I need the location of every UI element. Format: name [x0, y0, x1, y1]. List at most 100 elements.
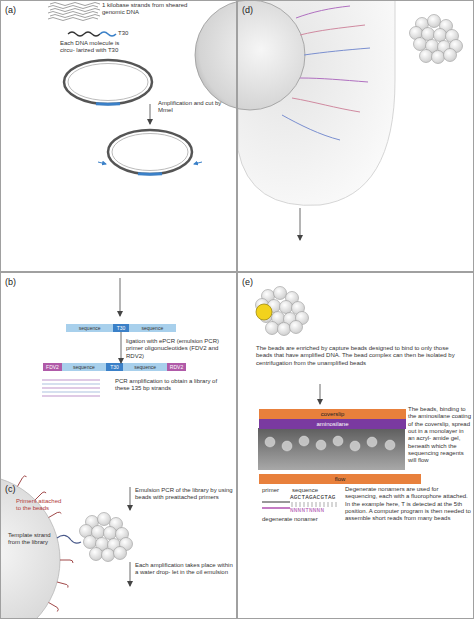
- panel-label: (d): [242, 5, 253, 15]
- bead: [367, 437, 377, 447]
- flow-band: flow: [259, 474, 421, 484]
- t30-segment: [96, 102, 120, 105]
- gel-beads: [265, 436, 395, 451]
- flow-arrow: [300, 208, 301, 240]
- bead: [299, 436, 309, 446]
- dna-strand: [300, 78, 368, 82]
- bead-cluster: [80, 513, 133, 562]
- annotation-text: The beads, binding to the aminosilane co…: [408, 406, 472, 465]
- dna-strand: [282, 115, 340, 140]
- connector-arrow: [121, 332, 122, 363]
- bead: [350, 441, 360, 451]
- coverslip-band: coverslip: [259, 409, 406, 419]
- dna-strand: [304, 48, 370, 55]
- panel: (d): [237, 0, 474, 272]
- annotation-text: Primers attached to the beads: [16, 498, 64, 513]
- panel-label: (c): [5, 484, 16, 494]
- cut-arrow: [98, 162, 106, 164]
- circular-dna: [64, 60, 152, 104]
- annotation-text: Emulsion PCR of the library by using bea…: [135, 487, 233, 502]
- acrylamide-gel: [258, 428, 405, 470]
- dna-strands: [48, 3, 100, 21]
- dna-strand: [50, 3, 100, 6]
- bead: [265, 437, 275, 447]
- library-strand: [42, 383, 100, 384]
- library-strand: [42, 395, 100, 396]
- band-segment: sequence: [62, 363, 106, 371]
- sequence-text: NNNNTNNNN: [290, 507, 340, 514]
- amplified-strands: [282, 6, 370, 140]
- primer-strand: [60, 560, 73, 563]
- band-label: aminosilane: [259, 419, 406, 429]
- annotation-text: 1 kilobase strands from sheared genomic …: [102, 2, 194, 17]
- flow-arrow: [320, 384, 321, 404]
- band-segment: sequence: [129, 324, 176, 332]
- annotation-text: primer: [262, 487, 290, 494]
- panel-label: (e): [242, 277, 253, 287]
- panel-label: (b): [5, 277, 16, 287]
- dna-strand: [48, 18, 98, 21]
- annotation-text: The beads are enriched by capture beads …: [256, 345, 464, 367]
- circular-dna-inner: [112, 134, 188, 171]
- primer-strand: [18, 476, 27, 487]
- dna-strand: [300, 25, 365, 35]
- dna-strand: [48, 12, 98, 15]
- library-strand: [42, 391, 100, 392]
- circular-dna-inner: [68, 64, 148, 101]
- flow-arrow: [120, 278, 121, 316]
- bead: [0, 475, 60, 619]
- template-strand: [57, 535, 81, 543]
- primer-strand: [57, 582, 68, 588]
- dna-strand: [48, 6, 98, 9]
- bead: [316, 440, 326, 450]
- primer-strand: [49, 603, 59, 612]
- dna-strand: [292, 98, 360, 112]
- anchor-strand: [262, 507, 290, 509]
- panel: (b)sequenceT30sequenceFDV2sequenceT30seq…: [0, 272, 237, 480]
- dna-strand: [50, 15, 100, 18]
- flow-arrow: [130, 562, 131, 586]
- band-segment: T30: [106, 363, 124, 371]
- flow-arrow: [150, 104, 151, 124]
- annotation-text: PCR amplification to obtain a library of…: [115, 378, 233, 393]
- band-segment: FDV2: [43, 363, 62, 371]
- band-label: flow: [259, 474, 421, 484]
- capture-bead: [256, 304, 272, 320]
- band-segment: sequence: [123, 363, 167, 371]
- primer-strand: [49, 512, 62, 517]
- bead: [333, 436, 343, 446]
- library-strand: [42, 387, 100, 388]
- annotation-text: Template strand from the library: [8, 532, 60, 547]
- primer-strand: [262, 502, 290, 503]
- circular-dna: [108, 130, 192, 174]
- sequence-band: FDV2sequenceT30sequenceRDV2: [43, 363, 186, 371]
- annotation-text: degenerate nonamer: [262, 516, 332, 523]
- dna-molecule: [68, 32, 100, 36]
- annotation-text: ligation with ePCR (emulsion PCR) primer…: [126, 338, 234, 360]
- cut-arrow: [194, 162, 202, 164]
- flow-arrow: [130, 487, 131, 510]
- t30-segment: [138, 172, 162, 175]
- annotation-text: Each DNA molecule is circu- larized with…: [60, 40, 132, 55]
- dna-strand: [296, 6, 350, 18]
- annotation-text: T30: [118, 30, 138, 37]
- library-strands: [42, 380, 100, 396]
- t30-segment: [100, 32, 116, 36]
- library-strand: [42, 379, 100, 380]
- bead: [282, 441, 292, 451]
- base-pair-ticks: [292, 502, 336, 507]
- band-segment: sequence: [66, 324, 113, 332]
- bead: [195, 0, 305, 110]
- bead: [385, 440, 395, 450]
- annotation-text: Amplification and cut by MmeI: [158, 100, 228, 115]
- band-segment: RDV2: [167, 363, 186, 371]
- sequence-text: AGCTAGACGTAG: [290, 494, 350, 501]
- dna-strand: [50, 9, 100, 12]
- sequence-band: sequenceT30sequence: [66, 324, 176, 332]
- bead-cluster: [410, 15, 463, 64]
- aminosilane-band: aminosilane: [259, 419, 406, 429]
- band-segment: T30: [113, 324, 128, 332]
- panel-label: (a): [5, 5, 16, 15]
- band-label: coverslip: [259, 409, 406, 419]
